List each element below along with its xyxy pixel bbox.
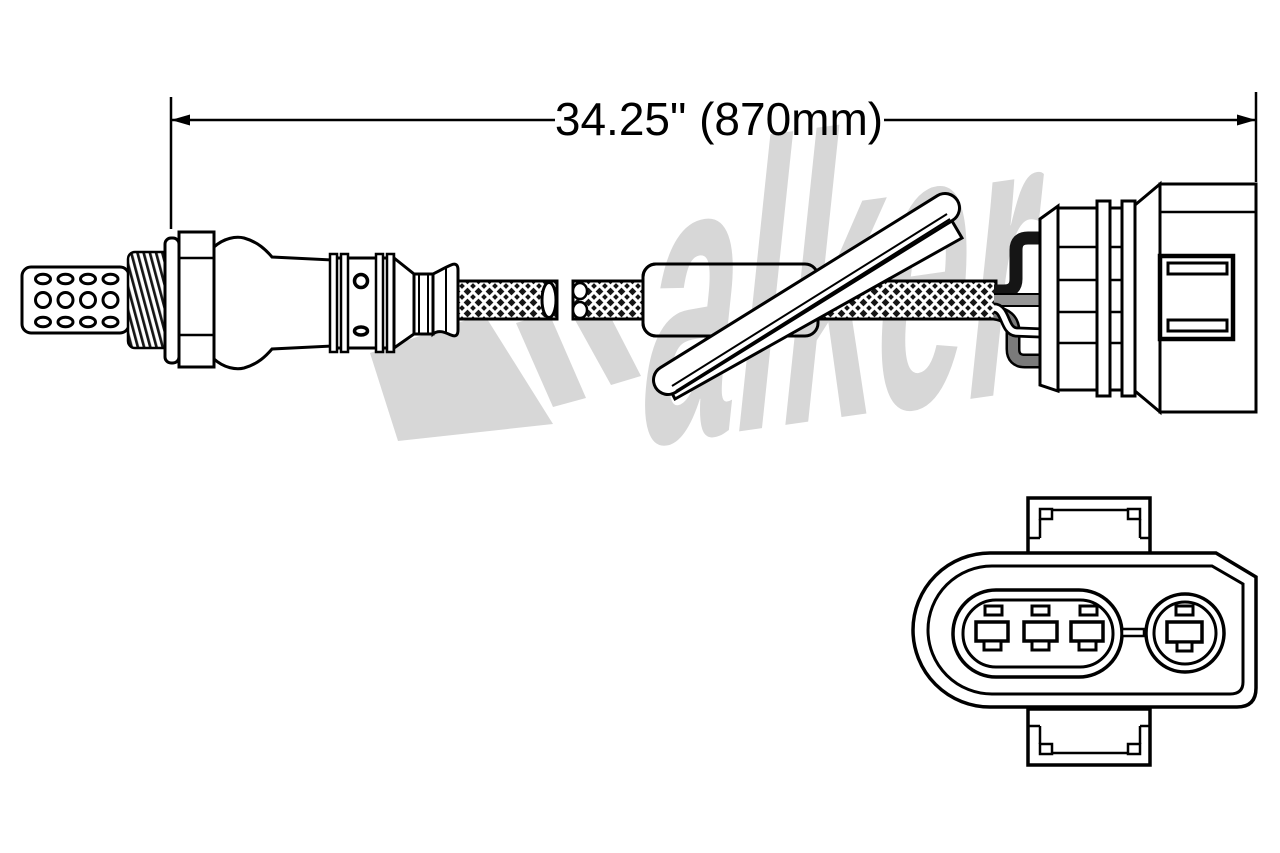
watermark-w-stroke bbox=[575, 310, 641, 385]
arrow-left-icon bbox=[171, 114, 190, 126]
connector-face-view bbox=[911, 496, 1258, 767]
wire-black bbox=[994, 231, 1042, 298]
cable-collar bbox=[412, 272, 435, 336]
pin-3 bbox=[1069, 604, 1105, 652]
tube-body bbox=[655, 195, 958, 393]
dimension-annotation: 34.25" (870mm) bbox=[169, 92, 1258, 229]
pin-1 bbox=[974, 604, 1010, 652]
sensor-assembly bbox=[20, 230, 460, 371]
arrow-right-icon bbox=[1237, 114, 1256, 126]
dimension-label: 34.25" (870mm) bbox=[555, 93, 883, 145]
gasket-washer bbox=[163, 236, 181, 365]
hex-nut bbox=[177, 230, 216, 369]
pin-2 bbox=[1022, 604, 1059, 652]
cavity-link bbox=[1120, 627, 1146, 638]
latch-tab-top bbox=[1026, 496, 1152, 556]
inner-wire-cross-section bbox=[571, 300, 589, 320]
connector-rib bbox=[1120, 199, 1137, 398]
wire-harness bbox=[992, 231, 1043, 369]
latch-tab-bottom bbox=[1026, 707, 1152, 767]
wire-white bbox=[993, 305, 1043, 336]
watermark-w-stroke bbox=[516, 313, 586, 407]
connector-bevel bbox=[1133, 180, 1162, 416]
inner-wire-cross-section bbox=[571, 281, 589, 301]
cable-end-cross-section bbox=[540, 281, 558, 319]
braided-cable-segment-1 bbox=[455, 279, 559, 321]
tube-inner-line bbox=[671, 213, 948, 387]
tip-vent-holes bbox=[34, 272, 120, 329]
crimp-rib bbox=[328, 252, 339, 354]
crimp-rib bbox=[339, 252, 350, 354]
heat-shield-tube bbox=[652, 192, 965, 402]
connector-rib bbox=[1095, 199, 1112, 398]
crimp-hole bbox=[352, 272, 370, 290]
pin-4 bbox=[1165, 604, 1204, 653]
tube-inner-line bbox=[675, 218, 951, 392]
connector-housing bbox=[1038, 180, 1258, 416]
terminal-slot bbox=[1166, 261, 1229, 276]
crimp-rib bbox=[374, 252, 385, 354]
watermark-swoosh bbox=[370, 314, 553, 441]
connector-boot-flange bbox=[1038, 203, 1060, 394]
crimp-hole bbox=[352, 325, 370, 337]
neck-taper bbox=[392, 254, 416, 351]
terminal-slot bbox=[1166, 318, 1229, 333]
